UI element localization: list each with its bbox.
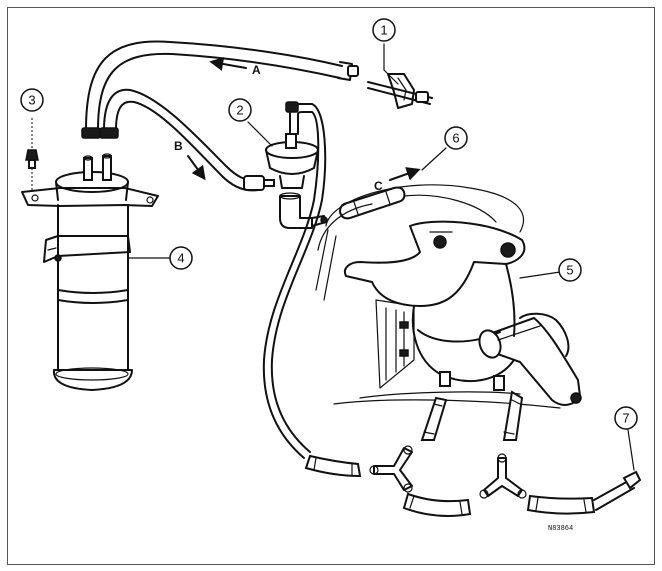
short-hose-c	[338, 186, 406, 220]
flow-label-a: A	[252, 63, 261, 77]
lower-hoses	[304, 390, 642, 517]
callout-label-2: 2	[236, 103, 243, 118]
callout-label-7: 7	[622, 411, 629, 426]
flow-arrow-a: A	[209, 57, 261, 77]
flow-arrow-b: B	[174, 139, 206, 181]
throttle-housing	[315, 184, 582, 409]
elbow-fitting	[279, 192, 328, 229]
callout-label-1: 1	[380, 23, 387, 38]
reference-code: N83864	[548, 525, 573, 533]
callout-3: 3	[20, 88, 44, 112]
purge-hose-a	[81, 40, 359, 139]
tee-connector-right	[479, 453, 527, 499]
flow-arrow-c: C	[374, 167, 421, 193]
callout-label-6: 6	[452, 131, 459, 146]
callout-6: 6	[421, 126, 468, 171]
callout-4: 4	[169, 246, 193, 270]
flow-label-c: C	[374, 179, 383, 193]
callout-5: 5	[558, 258, 582, 282]
callout-label-3: 3	[28, 93, 35, 108]
purge-hose-b	[99, 88, 275, 192]
callout-label-4: 4	[177, 251, 184, 266]
callout-2: 2	[228, 98, 273, 147]
vent-line	[262, 103, 327, 459]
hose-connector-clip	[367, 73, 433, 109]
purge-control-valve	[265, 101, 319, 189]
carbon-canister	[21, 153, 171, 391]
tee-connector-left	[369, 445, 413, 493]
callout-7: 7	[614, 406, 638, 471]
callout-label-5: 5	[566, 263, 573, 278]
flow-label-b: B	[174, 139, 183, 153]
mounting-bolt	[25, 118, 39, 190]
callout-1: 1	[372, 18, 399, 85]
